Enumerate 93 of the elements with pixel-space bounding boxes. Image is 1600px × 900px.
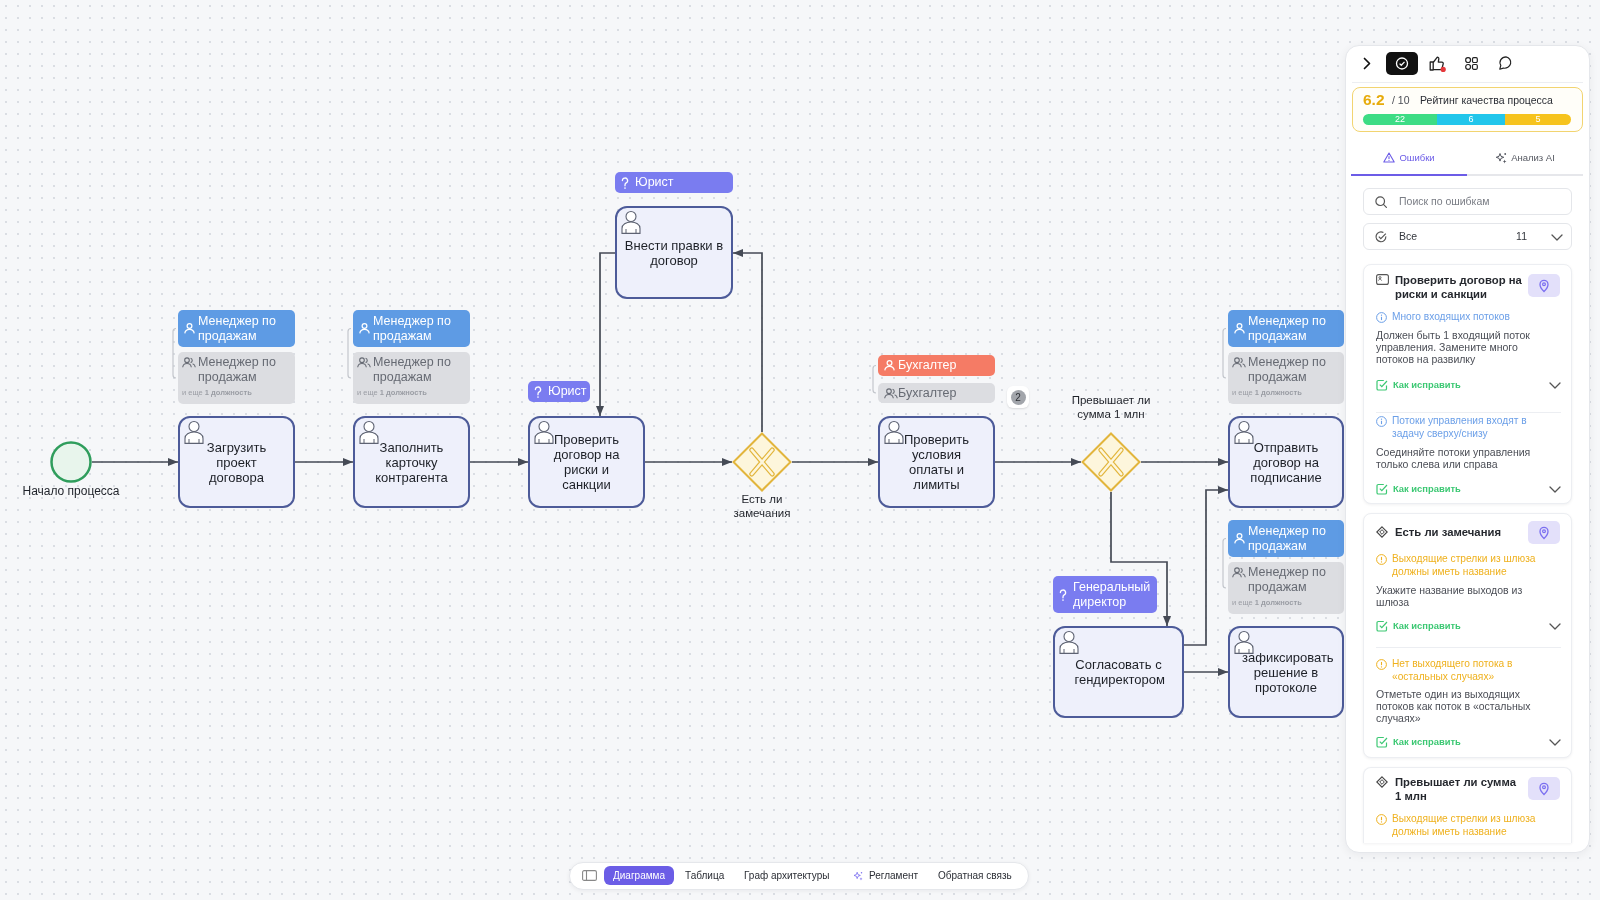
issue-text: Должен быть 1 входящий поток управления. Замените много потоков на развилку <box>1376 329 1531 366</box>
role-tag <box>1228 562 1344 614</box>
issue-title: Нет выходящего потока в «остальных случаях» <box>1392 658 1514 683</box>
rating-title: Рейтинг качества процесса <box>1420 93 1553 108</box>
flow-arrow <box>1110 491 1171 627</box>
role-label: Юрист <box>548 384 588 399</box>
flow-arrow <box>596 252 616 417</box>
flow-arrow <box>294 458 354 466</box>
card-title: Превышает ли сумма 1 млн <box>1395 775 1517 803</box>
task-box <box>1053 626 1184 718</box>
role-tag <box>353 352 470 404</box>
role-label: Менеджер по продажам <box>373 314 452 343</box>
role-tag <box>878 383 995 403</box>
role-label: Менеджер по продажам <box>198 314 277 343</box>
fix-hint: Как исправить <box>1393 736 1461 748</box>
flow-arrow <box>791 458 879 466</box>
fix-hint: Как исправить <box>1393 379 1461 391</box>
active-tab: Ошибки <box>1351 141 1467 176</box>
role-label: Менеджер по продажам <box>198 355 277 385</box>
flow-arrow <box>1183 668 1229 676</box>
error-card <box>1363 767 1572 843</box>
score-segment: 22 <box>1363 114 1437 125</box>
fix-hint: Как исправить <box>1393 483 1461 495</box>
task-box <box>528 416 645 508</box>
task-box <box>1228 416 1344 508</box>
flow-arrow <box>732 249 763 433</box>
role-tag <box>878 355 995 376</box>
rating-scale: / 10 <box>1392 93 1410 108</box>
gateway-label: Превышает ли сумма 1 млн <box>1070 393 1152 421</box>
role-tag <box>1228 352 1344 404</box>
role-label: Менеджер по продажам <box>1248 524 1327 553</box>
role-tag <box>528 381 590 402</box>
role-tag <box>1053 576 1157 613</box>
role-label: Менеджер по продажам <box>1248 355 1327 385</box>
task-box <box>878 416 995 508</box>
task-label: Отправить договор на подписание <box>1249 439 1323 485</box>
gateway-label: Есть ли замечания <box>732 492 792 520</box>
role-tag <box>615 172 733 193</box>
flow-arrow <box>91 458 179 466</box>
role-tag <box>353 310 470 347</box>
view-tab: Обратная связь <box>932 866 1018 885</box>
role-tag <box>178 310 295 347</box>
flow-arrow <box>994 458 1082 466</box>
score-segment: 6 <box>1437 114 1505 125</box>
flow-arrow <box>1183 486 1229 646</box>
role-label: Генеральный директор <box>1073 580 1152 609</box>
issue-title: Много входящих потоков <box>1392 311 1511 324</box>
task-label: Проверить договор на риски и санкции <box>552 432 621 492</box>
role-label: Менеджер по продажам <box>373 355 452 385</box>
flow-arrow <box>1140 458 1229 466</box>
role-label: Бухгалтер <box>898 385 958 401</box>
task-label: Согласовать с гендиректором <box>1074 657 1163 687</box>
task-label: Внести правки в договор <box>623 237 725 268</box>
task-box <box>1228 626 1344 718</box>
task-label: Загрузить проект договора <box>205 439 268 485</box>
flow-arrow <box>644 458 733 466</box>
card-title: Есть ли замечания <box>1395 525 1502 539</box>
task-box <box>353 416 470 508</box>
flow-arrow <box>469 458 529 466</box>
fix-hint: Как исправить <box>1393 620 1461 632</box>
role-tag <box>178 352 295 404</box>
filter-count: 11 <box>1516 229 1527 244</box>
role-tag <box>1228 310 1344 347</box>
issue-text: Укажите название выходов из шлюза <box>1376 584 1524 609</box>
issue-text: Соединяйте потоки управления только слева или справа <box>1376 446 1532 471</box>
role-tag <box>1228 520 1344 557</box>
event-label: Начало процесса <box>22 484 120 498</box>
view-tab: Регламент <box>847 866 925 885</box>
issue-title: Выходящие стрелки из шлюза должны иметь название <box>1392 553 1537 578</box>
task-box <box>178 416 295 508</box>
view-tab: Таблица <box>679 866 731 885</box>
card-title: Проверить договор на риски и санкции <box>1395 273 1523 301</box>
role-label: Менеджер по продажам <box>1248 314 1327 343</box>
issue-title: Потоки управления входят в задачу сверху/снизу <box>1392 415 1528 440</box>
tab: Анализ AI <box>1467 141 1583 176</box>
count-badge: 2 <box>1007 386 1029 408</box>
active-view-tab: Диаграмма <box>604 866 674 885</box>
filter-dropdown: Все 11 <box>1363 223 1572 250</box>
task-label: Заполнить карточку контрагента <box>374 439 449 485</box>
error-card <box>1363 513 1572 758</box>
error-card <box>1363 264 1572 504</box>
rating-card <box>1352 87 1583 132</box>
view-tab: Граф архитектуры <box>738 866 836 885</box>
role-label: Бухгалтер <box>898 358 958 373</box>
issue-text: Отметьте один из выходящих потоков как поток в «остальных случаях» <box>1376 688 1532 725</box>
task-label: Проверить условия оплаты и лимиты <box>903 432 970 492</box>
rating-score: 6.2 <box>1363 91 1385 109</box>
task-box <box>615 206 733 299</box>
role-label: Юрист <box>635 175 675 190</box>
issue-title: Выходящие стрелки из шлюза должны иметь название <box>1392 813 1537 838</box>
search-field: Поиск по ошибкам <box>1363 188 1572 215</box>
score-segment: 5 <box>1505 114 1571 125</box>
role-label: Менеджер по продажам <box>1248 565 1327 595</box>
